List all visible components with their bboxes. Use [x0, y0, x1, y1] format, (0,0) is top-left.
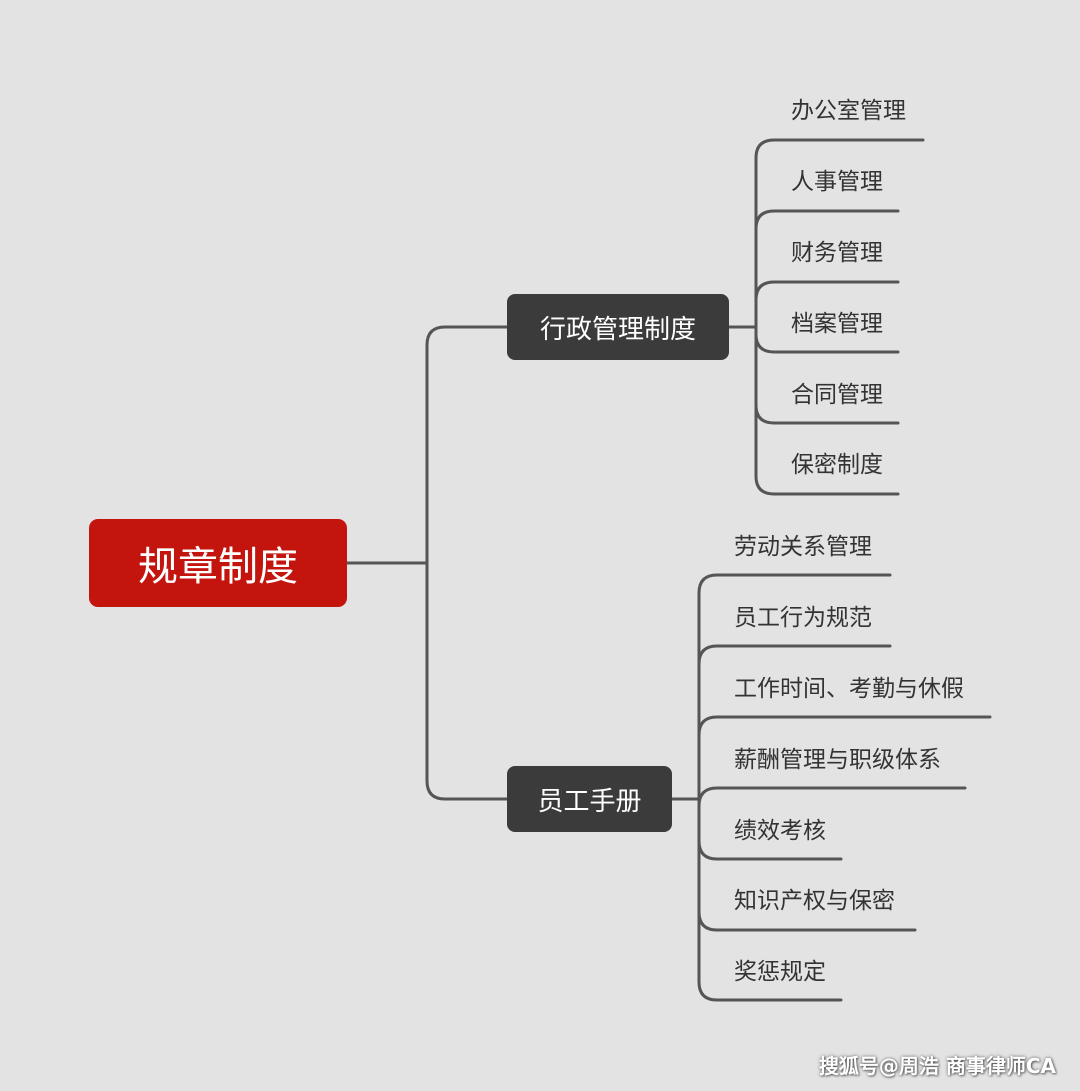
- branch-admin-regulations: 行政管理制度: [507, 294, 729, 360]
- leaf-archive-management: 档案管理: [791, 311, 883, 337]
- leaf-finance-management: 财务管理: [791, 240, 883, 266]
- watermark: 搜狐号@周浩 商事律师CA: [818, 1054, 1056, 1078]
- connector-admin-leaf-3: [754, 280, 900, 302]
- connector-admin-leaf-5: [754, 403, 900, 425]
- connector-handbook-leaf-6: [697, 910, 917, 932]
- leaf-performance-review: 绩效考核: [734, 818, 826, 844]
- connector-handbook-leaf-3: [697, 715, 992, 737]
- leaf-confidentiality-policy: 保密制度: [791, 452, 883, 478]
- branch-label: 员工手册: [537, 786, 642, 817]
- connector-admin-leaf-1: [754, 138, 925, 160]
- connector-handbook-leaf-4: [697, 786, 967, 808]
- root-node: 规章制度: [89, 519, 347, 607]
- leaf-office-management: 办公室管理: [791, 98, 906, 124]
- leaf-ip-confidentiality: 知识产权与保密: [734, 888, 895, 914]
- connector-handbook-leaf-7: [697, 980, 843, 1002]
- connector-trunk-admin: [425, 325, 509, 565]
- connector-admin-leaf-4: [754, 332, 900, 354]
- leaf-compensation-grades: 薪酬管理与职级体系: [734, 747, 941, 773]
- connector-admin-leaf-2: [754, 209, 900, 231]
- leaf-labor-relations: 劳动关系管理: [734, 534, 872, 560]
- leaf-contract-management: 合同管理: [791, 382, 883, 408]
- connector-admin-leaf-6: [754, 474, 900, 496]
- connector-handbook-leaf-1: [697, 573, 892, 595]
- leaf-working-hours-attendance-leave: 工作时间、考勤与休假: [734, 676, 964, 702]
- connector-trunk-handbook: [425, 561, 509, 801]
- leaf-personnel-management: 人事管理: [791, 169, 883, 195]
- connector-handbook-leaf-2: [697, 644, 892, 666]
- leaf-employee-conduct: 员工行为规范: [734, 605, 872, 631]
- leaf-rewards-penalties: 奖惩规定: [734, 959, 826, 985]
- branch-employee-handbook: 员工手册: [507, 766, 672, 832]
- connector-handbook-leaf-5: [697, 839, 843, 861]
- branch-label: 行政管理制度: [539, 314, 696, 345]
- root-label: 规章制度: [138, 544, 298, 590]
